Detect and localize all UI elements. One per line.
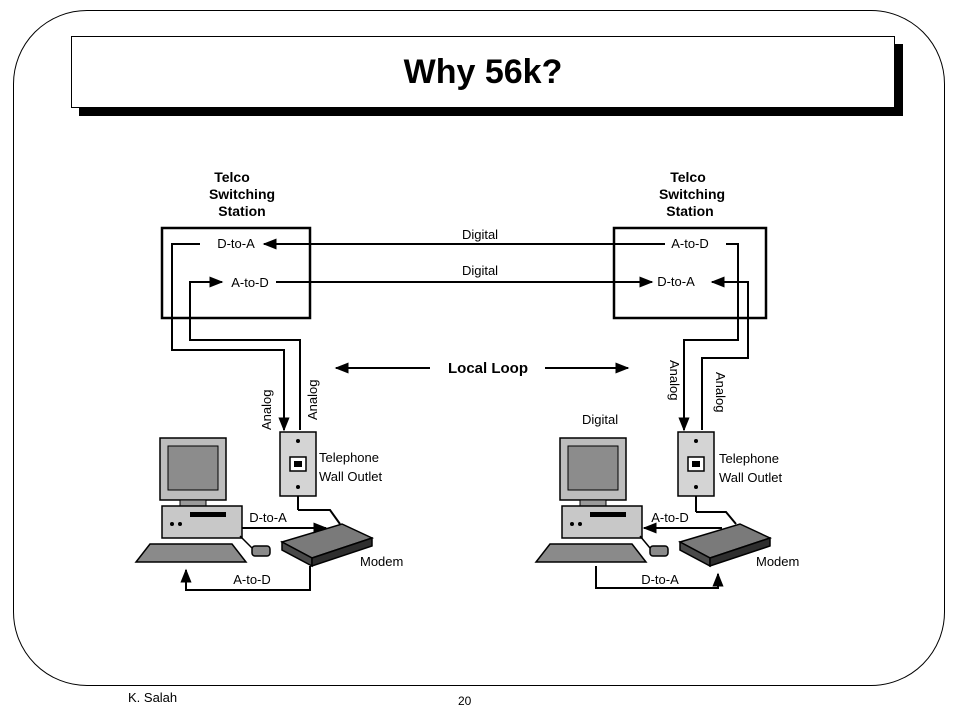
left-converter-ad: A-to-D <box>231 275 269 290</box>
right-outlet-jack-hole <box>692 461 700 467</box>
left-modem-to-pc-line <box>180 566 311 591</box>
right-modem-side <box>709 536 771 568</box>
left-analog-label-1: Analog <box>259 390 274 430</box>
right-monitor-screen <box>567 445 619 491</box>
right-keyboard <box>534 543 648 563</box>
left-analog-down-line <box>171 243 290 432</box>
trunk-label-bottom: Digital <box>462 263 498 278</box>
left-mouse <box>251 545 271 557</box>
left-modem-label: Modem <box>360 554 403 569</box>
left-mouse-cord <box>239 535 253 549</box>
left-monitor-stand <box>179 499 207 507</box>
trunk-label-bg-top <box>442 226 518 241</box>
left-outlet-jack-hole <box>294 461 302 467</box>
right-digital-label: Digital <box>582 412 618 427</box>
left-wall-outlet: Telephone Wall Outlet <box>279 431 382 525</box>
left-outlet-label-2: Wall Outlet <box>319 469 382 484</box>
right-mouse-cord <box>639 535 651 549</box>
right-modem: Modem <box>678 523 799 569</box>
right-converter-da: D-to-A <box>657 274 695 289</box>
title-box: Why 56k? <box>71 36 895 108</box>
right-outlet-screw-top <box>694 439 698 443</box>
right-analog-up-line <box>701 276 749 430</box>
left-analog-up-line <box>189 276 301 430</box>
right-computer: Digital <box>534 412 669 563</box>
right-local-wiring: Analog Analog <box>667 243 749 432</box>
left-station-title-1: Telco <box>214 169 250 185</box>
left-computer <box>134 437 271 563</box>
right-analog-down-line <box>678 243 739 432</box>
right-unit-light-2 <box>578 522 582 526</box>
left-modem-side <box>311 536 373 568</box>
left-keyboard <box>134 543 248 563</box>
left-modem: Modem <box>280 523 403 569</box>
left-station-title-3: Station <box>218 203 265 219</box>
left-outlet-cord-b <box>298 509 341 525</box>
left-station-box <box>160 226 312 320</box>
left-drive-slot <box>190 512 226 517</box>
right-outlet-label-2: Wall Outlet <box>719 470 782 485</box>
right-converter-ad: A-to-D <box>671 236 709 251</box>
left-analog-label-2: Analog <box>305 380 320 420</box>
local-loop-label: Local Loop <box>448 360 528 377</box>
left-pc-modem-links: D-to-A A-to-D <box>180 510 328 591</box>
right-pc-to-modem-label: D-to-A <box>641 572 679 587</box>
left-modem-to-pc-label: A-to-D <box>233 572 271 587</box>
right-station-title-2: Switching <box>659 186 725 202</box>
trunk-label-top: Digital <box>462 227 498 242</box>
left-outlet-label-1: Telephone <box>319 450 379 465</box>
left-converter-da: D-to-A <box>217 236 255 251</box>
right-station-title-1: Telco <box>670 169 706 185</box>
local-loop: Local Loop <box>334 360 630 377</box>
left-system-unit <box>161 505 243 539</box>
right-drive-slot <box>590 512 626 517</box>
left-station-title-2: Switching <box>209 186 275 202</box>
left-unit-light-1 <box>170 522 174 526</box>
right-analog-label-1: Analog <box>667 360 682 400</box>
right-unit-light-1 <box>570 522 574 526</box>
left-local-wiring: Analog Analog <box>171 243 320 432</box>
right-mouse <box>649 545 669 557</box>
left-telco-station: Telco Switching Station D-to-A A-to-D <box>160 169 312 320</box>
left-outlet-screw-bottom <box>296 485 300 489</box>
right-telco-station: Telco Switching Station A-to-D D-to-A <box>612 169 768 320</box>
left-pc-to-modem-label: D-to-A <box>249 510 287 525</box>
digital-trunk: Digital Digital <box>262 226 665 288</box>
left-outlet-screw-top <box>296 439 300 443</box>
right-modem-to-pc-label: A-to-D <box>651 510 689 525</box>
right-outlet-label-1: Telephone <box>719 451 779 466</box>
right-station-box <box>612 226 768 320</box>
right-pc-to-modem-line <box>595 566 724 589</box>
right-pc-modem-links: A-to-D D-to-A <box>595 510 724 589</box>
left-unit-light-2 <box>178 522 182 526</box>
right-outlet-cord-b <box>696 511 737 525</box>
right-monitor-stand <box>579 499 607 507</box>
right-modem-label: Modem <box>756 554 799 569</box>
right-wall-outlet: Telephone Wall Outlet <box>677 431 782 525</box>
right-system-unit <box>561 505 643 539</box>
author-footer: K. Salah <box>128 690 178 705</box>
slide-frame <box>13 10 945 686</box>
right-analog-label-2: Analog <box>713 372 728 412</box>
right-station-title-3: Station <box>666 203 713 219</box>
trunk-label-bg-bottom <box>442 262 518 277</box>
slide-title: Why 56k? <box>403 52 563 91</box>
page-number: 20 <box>458 694 472 708</box>
left-monitor-screen <box>167 445 219 491</box>
right-outlet-screw-bottom <box>694 485 698 489</box>
